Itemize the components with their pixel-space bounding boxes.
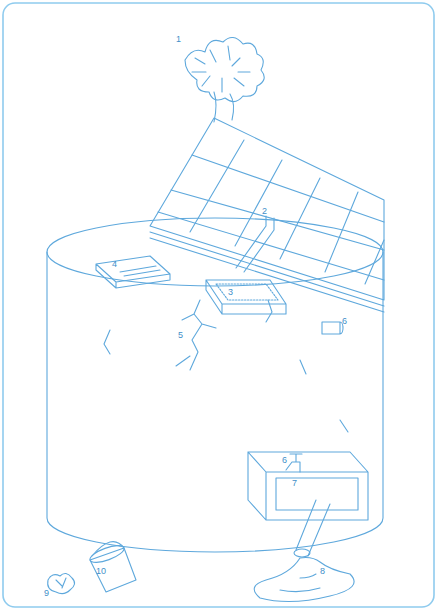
callout-number: 6 <box>282 455 287 465</box>
tank-lid <box>96 256 170 288</box>
callout-number: 2 <box>262 206 267 216</box>
callout-number: 10 <box>96 566 106 576</box>
callout-number: 4 <box>112 259 117 269</box>
callout-number: 9 <box>44 588 49 598</box>
filter-box <box>206 280 286 314</box>
callout-number: 7 <box>292 478 297 488</box>
roof <box>150 118 384 312</box>
callout-number: 3 <box>228 287 233 297</box>
tap-box <box>248 452 368 520</box>
callout-number: 1 <box>176 34 181 44</box>
bucket <box>88 542 136 592</box>
outlet-pipe <box>254 500 354 602</box>
leaves <box>185 37 264 122</box>
frame <box>3 3 434 607</box>
downpipe <box>236 216 274 272</box>
callout-number: 6 <box>342 316 347 326</box>
debris <box>48 573 75 593</box>
callout-number: 8 <box>320 566 325 576</box>
callout-number: 5 <box>178 330 183 340</box>
tank <box>47 218 383 552</box>
